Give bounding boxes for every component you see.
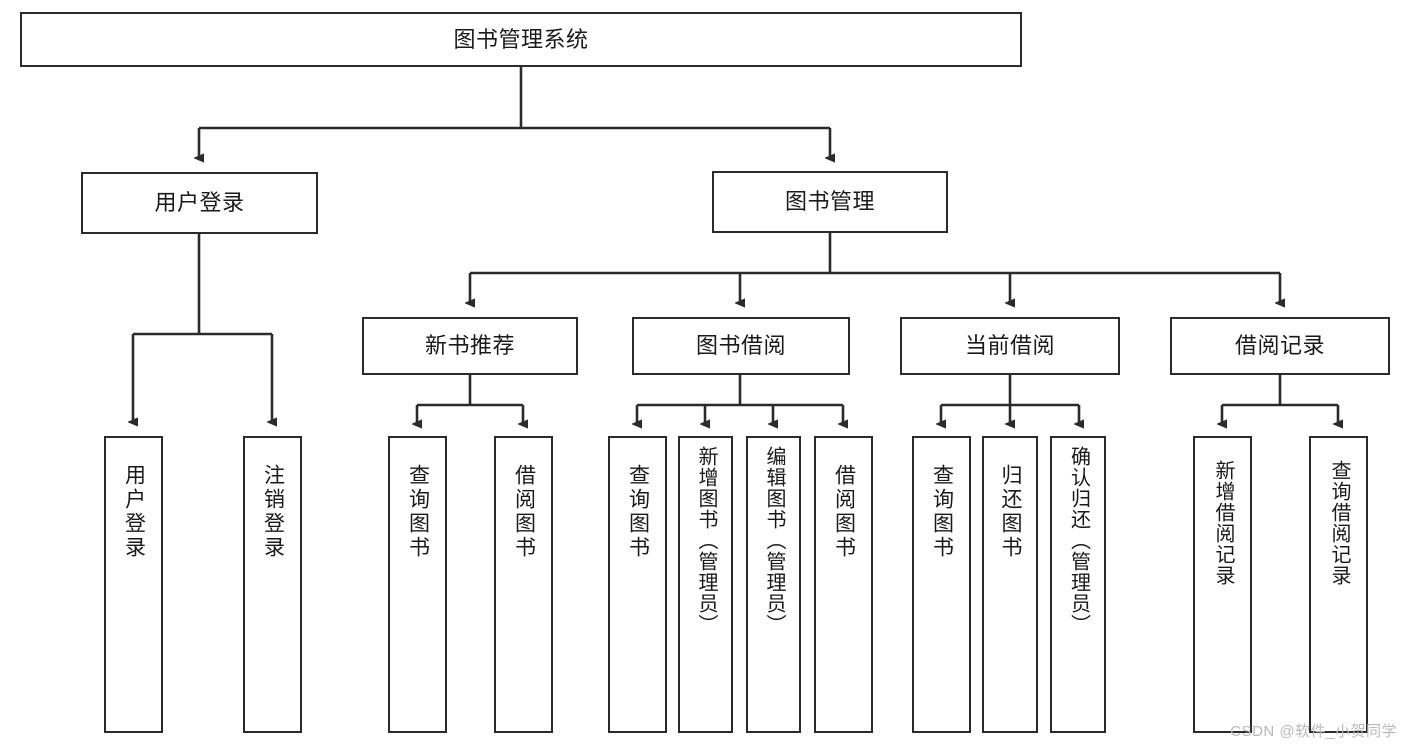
leaf-confirm-return[interactable]: 确认归还（管理员） <box>1050 436 1106 733</box>
node-label: 查询图书 <box>626 464 650 560</box>
leaf-query-book-1[interactable]: 查询图书 <box>388 436 447 733</box>
node-label: 新增图书（管理员） <box>695 446 717 635</box>
leaf-borrow-book-2[interactable]: 借阅图书 <box>814 436 873 733</box>
node-label: 注销登录 <box>261 464 285 560</box>
leaf-query-book-3[interactable]: 查询图书 <box>912 436 971 733</box>
node-label: 图书管理系统 <box>453 26 589 52</box>
node-label: 确认归还（管理员） <box>1067 446 1090 635</box>
node-user-login[interactable]: 用户登录 <box>81 172 318 234</box>
node-label: 借阅记录 <box>1234 333 1325 359</box>
node-label: 新书推荐 <box>424 333 515 359</box>
node-label: 查询图书 <box>406 464 430 560</box>
leaf-borrow-book-1[interactable]: 借阅图书 <box>494 436 553 733</box>
leaf-edit-book[interactable]: 编辑图书（管理员） <box>746 436 801 733</box>
node-current-borrow[interactable]: 当前借阅 <box>900 317 1120 375</box>
node-label: 用户登录 <box>122 464 146 560</box>
node-label: 用户登录 <box>154 190 245 216</box>
node-label: 图书借阅 <box>695 333 786 359</box>
leaf-query-record[interactable]: 查询借阅记录 <box>1309 436 1368 733</box>
leaf-user-login[interactable]: 用户登录 <box>104 436 163 733</box>
node-label: 图书管理 <box>784 189 875 215</box>
node-label: 查询借阅记录 <box>1328 460 1350 586</box>
node-label: 归还图书 <box>999 464 1023 560</box>
node-borrow-record[interactable]: 借阅记录 <box>1170 317 1390 375</box>
leaf-user-logout[interactable]: 注销登录 <box>243 436 302 733</box>
node-label: 借阅图书 <box>832 464 856 560</box>
leaf-add-book[interactable]: 新增图书（管理员） <box>678 436 733 733</box>
node-book-management[interactable]: 图书管理 <box>712 171 948 233</box>
leaf-return-book[interactable]: 归还图书 <box>982 436 1038 733</box>
node-label: 借阅图书 <box>512 464 536 560</box>
node-label: 当前借阅 <box>964 333 1055 359</box>
node-root-system[interactable]: 图书管理系统 <box>20 12 1022 67</box>
node-label: 新增借阅记录 <box>1212 460 1234 586</box>
node-label: 查询图书 <box>930 464 954 560</box>
leaf-query-book-2[interactable]: 查询图书 <box>608 436 667 733</box>
leaf-add-record[interactable]: 新增借阅记录 <box>1193 436 1252 733</box>
node-label: 编辑图书（管理员） <box>763 446 785 635</box>
node-book-borrow[interactable]: 图书借阅 <box>632 317 850 375</box>
node-new-book-recommend[interactable]: 新书推荐 <box>362 317 578 375</box>
csdn-watermark: CSDN @软件_小贺同学 <box>1230 723 1397 740</box>
